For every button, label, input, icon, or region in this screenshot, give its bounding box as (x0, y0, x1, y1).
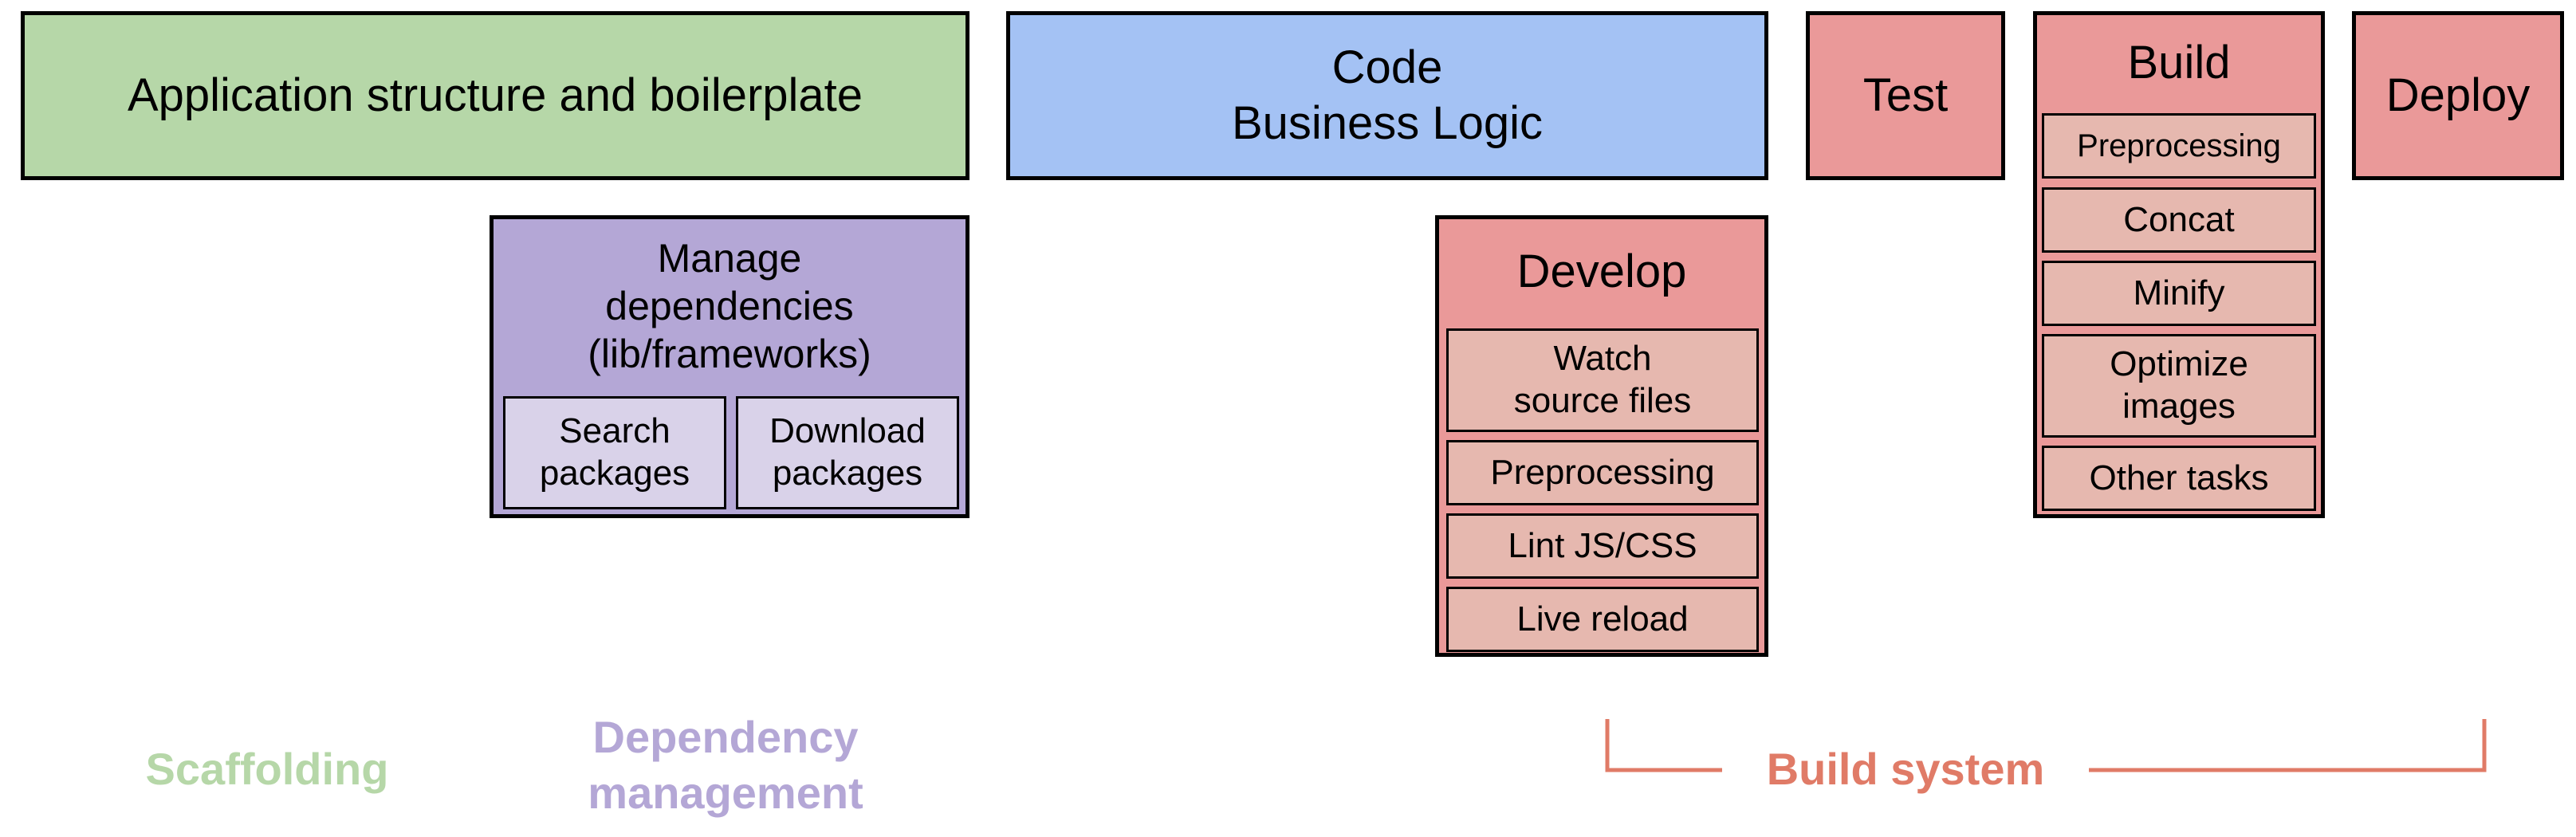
develop-task-watch: Watch source files (1446, 328, 1759, 432)
develop-task-live-reload: Live reload (1446, 587, 1759, 652)
build-task-minify: Minify (2042, 261, 2316, 326)
develop-task-lint: Lint JS/CSS (1446, 513, 1759, 579)
deploy-box: Deploy (2352, 11, 2564, 180)
code-label: Code Business Logic (1231, 41, 1544, 149)
deploy-label: Deploy (2385, 69, 2531, 122)
download-packages-box: Download packages (736, 396, 959, 509)
build-task-optimize-images: Optimize images (2042, 334, 2316, 438)
scaffolding-label: Scaffolding (145, 744, 389, 794)
test-label: Test (1862, 69, 1949, 122)
build-system-label: Build system (1766, 744, 2045, 794)
app-structure-label: Application structure and boilerplate (127, 69, 863, 122)
develop-box: Develop Watch source files Preprocessing… (1435, 215, 1768, 657)
manage-dependencies-title: Manage dependencies (lib/frameworks) (588, 236, 871, 376)
build-title: Build (2127, 37, 2231, 89)
build-task-concat: Concat (2042, 187, 2316, 253)
test-box: Test (1806, 11, 2005, 180)
build-task-preprocessing: Preprocessing (2042, 113, 2316, 179)
code-box: Code Business Logic (1006, 11, 1768, 180)
dependency-management-label: Dependency management (588, 712, 863, 818)
build-task-other: Other tasks (2042, 446, 2316, 511)
manage-dependencies-box: Manage dependencies (lib/frameworks) Sea… (490, 215, 969, 518)
develop-task-preprocessing: Preprocessing (1446, 440, 1759, 505)
develop-title: Develop (1516, 246, 1687, 298)
build-box: Build Preprocessing Concat Minify Optimi… (2033, 11, 2325, 518)
search-packages-box: Search packages (503, 396, 726, 509)
app-structure-box: Application structure and boilerplate (21, 11, 969, 180)
